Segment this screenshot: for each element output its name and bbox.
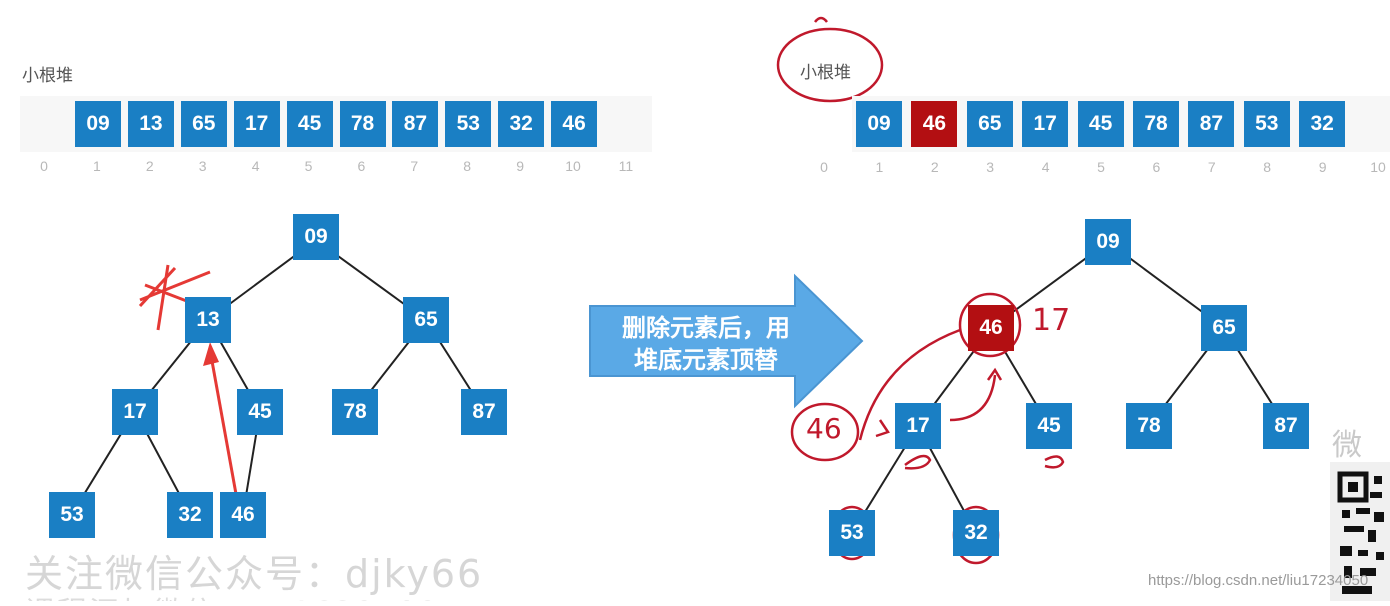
right-tree-edges bbox=[851, 241, 1287, 534]
left-array-cell: 32 bbox=[498, 101, 545, 147]
left-array-index: 0 bbox=[40, 158, 48, 174]
right-node-3: 65 bbox=[1201, 305, 1247, 351]
left-array-index: 8 bbox=[463, 158, 472, 174]
left-tree-edges bbox=[71, 239, 485, 515]
source-url: https://blog.csdn.net/liu17234050 bbox=[1148, 572, 1369, 589]
right-array-cell: 45 bbox=[1077, 101, 1124, 147]
left-array-index: 9 bbox=[516, 158, 524, 174]
right-array-index: 0 bbox=[820, 159, 828, 175]
qr-pattern bbox=[1337, 471, 1384, 594]
right-node-2-replaced: 46 bbox=[968, 305, 1014, 351]
left-array-index: 4 bbox=[251, 158, 260, 174]
watermark-line1: 关注微信公众号：djky66 bbox=[25, 552, 484, 596]
right-node-6: 78 bbox=[1126, 403, 1172, 449]
right-array-cell: 17 bbox=[1022, 101, 1069, 147]
left-array-cell: 13 bbox=[127, 101, 174, 147]
left-node-7: 87 bbox=[461, 389, 507, 435]
right-node-4: 17 bbox=[895, 403, 941, 449]
left-node-2: 13 bbox=[185, 297, 231, 343]
left-node-root: 09 bbox=[293, 214, 339, 260]
left-node-5: 45 bbox=[237, 389, 283, 435]
left-array-index: 2 bbox=[145, 158, 154, 174]
left-node-3: 65 bbox=[403, 297, 449, 343]
left-array-cell: 46 bbox=[551, 101, 598, 147]
right-array-index: 4 bbox=[1041, 159, 1050, 175]
right-array-cell: 53 bbox=[1243, 101, 1290, 147]
left-array-index: 6 bbox=[357, 158, 366, 174]
transition-arrow bbox=[589, 273, 864, 409]
left-array-cell: 78 bbox=[339, 101, 386, 147]
right-array-index: 2 bbox=[930, 159, 939, 175]
annotation-17: 17 bbox=[1032, 303, 1071, 338]
left-node-10: 46 bbox=[220, 492, 266, 538]
annotation-46: 46 bbox=[806, 412, 842, 445]
right-array-cell: 87 bbox=[1188, 101, 1235, 147]
right-node-9: 32 bbox=[953, 510, 999, 556]
right-array-index: 3 bbox=[986, 159, 995, 175]
left-node-9: 32 bbox=[167, 492, 213, 538]
delete-marks bbox=[138, 264, 240, 506]
left-array-cell: 65 bbox=[180, 101, 227, 147]
right-array-index: 10 bbox=[1370, 159, 1386, 175]
left-array-index: 1 bbox=[92, 158, 101, 174]
left-array-cell: 09 bbox=[75, 101, 121, 147]
right-node-root: 09 bbox=[1085, 219, 1131, 265]
left-node-4: 17 bbox=[112, 389, 158, 435]
left-heap-title: 小根堆 bbox=[22, 66, 73, 86]
qr-code-icon bbox=[1330, 462, 1390, 601]
watermark-line2: 课程添加微信 5551629509 bbox=[25, 588, 439, 601]
left-array-index: 7 bbox=[410, 158, 419, 174]
right-node-5: 45 bbox=[1026, 403, 1072, 449]
right-array-cell: 32 bbox=[1299, 101, 1346, 147]
handwritten-annotations bbox=[776, 16, 1065, 565]
left-array-cell: 87 bbox=[392, 101, 439, 147]
left-array-index: 10 bbox=[565, 158, 581, 174]
right-node-7: 87 bbox=[1263, 403, 1309, 449]
left-array-index: 3 bbox=[198, 158, 207, 174]
replace-arrowhead bbox=[203, 342, 219, 366]
arrow-caption: 删除元素后，用 堆底元素顶替 bbox=[596, 312, 816, 376]
right-array-index: 6 bbox=[1152, 159, 1161, 175]
right-array-index: 1 bbox=[875, 159, 884, 175]
right-array-cell: 46 bbox=[911, 101, 958, 147]
right-array-index: 9 bbox=[1318, 159, 1327, 175]
left-node-6: 78 bbox=[332, 389, 378, 435]
left-array-index: 5 bbox=[304, 158, 313, 174]
left-array-cell: 53 bbox=[445, 101, 492, 147]
right-array-cell: 65 bbox=[966, 101, 1013, 147]
left-array-cell: 45 bbox=[286, 101, 333, 147]
right-node-8: 53 bbox=[829, 510, 875, 556]
left-array-strip bbox=[20, 96, 652, 152]
right-array-index: 8 bbox=[1263, 159, 1272, 175]
right-array-cell: 78 bbox=[1133, 101, 1179, 147]
arrow-caption-line1: 删除元素后，用 bbox=[622, 314, 790, 342]
right-heap-title: 小根堆 bbox=[800, 63, 851, 83]
right-array-index: 5 bbox=[1097, 159, 1105, 175]
left-array-cell: 17 bbox=[233, 101, 280, 147]
arrow-caption-line2: 堆底元素顶替 bbox=[634, 346, 778, 374]
left-array-index: 11 bbox=[618, 158, 634, 174]
left-node-8: 53 bbox=[49, 492, 95, 538]
right-array-cell: 09 bbox=[856, 101, 902, 147]
right-array-index: 7 bbox=[1207, 159, 1216, 175]
